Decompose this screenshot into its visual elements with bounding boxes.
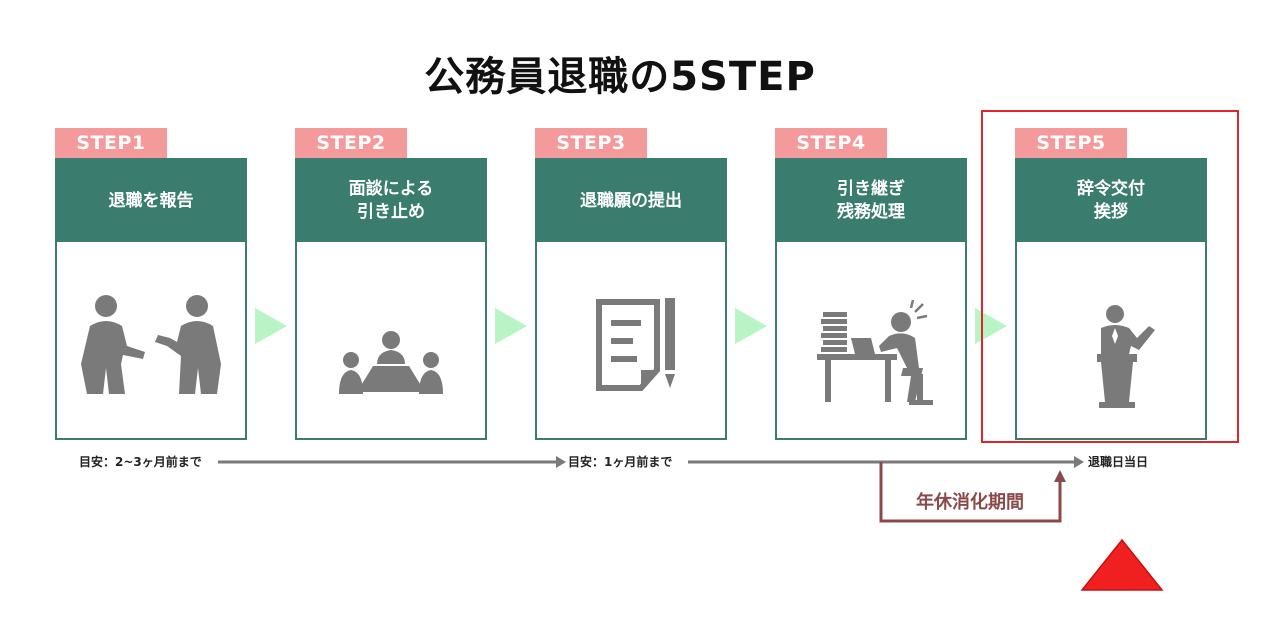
step-badge: STEP2 [295,128,407,158]
page-title: 公務員退職の5STEP [424,54,816,100]
step5-highlight-box [981,110,1239,443]
step-title-line1: 退職願の提出 [580,190,682,211]
timeline-arrowhead-2 [1074,456,1084,468]
leave-period-bracket [879,462,1062,523]
step-card: 面談による 引き止め [295,158,487,440]
step-title-line2: 引き止め [357,202,425,222]
timeline-arrowhead-1 [556,456,566,468]
step-4: STEP4 引き継ぎ 残務処理 [775,128,967,440]
step-badge: STEP5 [1015,128,1127,158]
step-3: STEP3 退職願の提出 [535,128,727,440]
red-triangle-marker [1080,538,1164,591]
step-header: 面談による 引き止め [297,160,485,242]
step-header: 辞令交付 挨拶 [1017,160,1205,242]
desk-work-icon [777,242,965,438]
people-talking-icon [57,242,245,438]
step-title-line1: 面談による [348,179,434,199]
step-title-line1: 退職を報告 [108,190,194,211]
step-card: 引き継ぎ 残務処理 [775,158,967,440]
timeline-label-start: 目安：2~3ヶ月前まで [79,455,202,469]
step-title-line1: 辞令交付 [1077,179,1145,199]
next-arrow-icon [735,308,767,344]
step-header: 退職を報告 [57,160,245,242]
next-arrow-icon [975,308,1007,344]
step-title-line2: 挨拶 [1094,202,1128,222]
step-badge: STEP4 [775,128,887,158]
step-card: 辞令交付 挨拶 [1015,158,1207,440]
next-arrow-icon [255,308,287,344]
podium-speech-icon [1017,242,1205,438]
step-2: STEP2 面談による 引き止め [295,128,487,440]
document-pen-icon [537,242,725,438]
leave-period-label: 年休消化期間 [916,492,1024,513]
step-badge: STEP3 [535,128,647,158]
step-title-line1: 引き継ぎ [837,179,905,199]
meeting-icon [297,242,485,438]
step-5: STEP5 辞令交付 挨拶 [1015,128,1207,440]
timeline-label-end: 退職日当日 [1088,455,1149,469]
step-card: 退職願の提出 [535,158,727,440]
step-badge: STEP1 [55,128,167,158]
step-1: STEP1 退職を報告 [55,128,247,440]
next-arrow-icon [495,308,527,344]
step-card: 退職を報告 [55,158,247,440]
timeline-label-mid: 目安：1ヶ月前まで [568,455,673,469]
step-title-line2: 残務処理 [837,202,905,222]
bracket-arrowhead [1054,470,1066,482]
step-header: 退職願の提出 [537,160,725,242]
step-header: 引き継ぎ 残務処理 [777,160,965,242]
